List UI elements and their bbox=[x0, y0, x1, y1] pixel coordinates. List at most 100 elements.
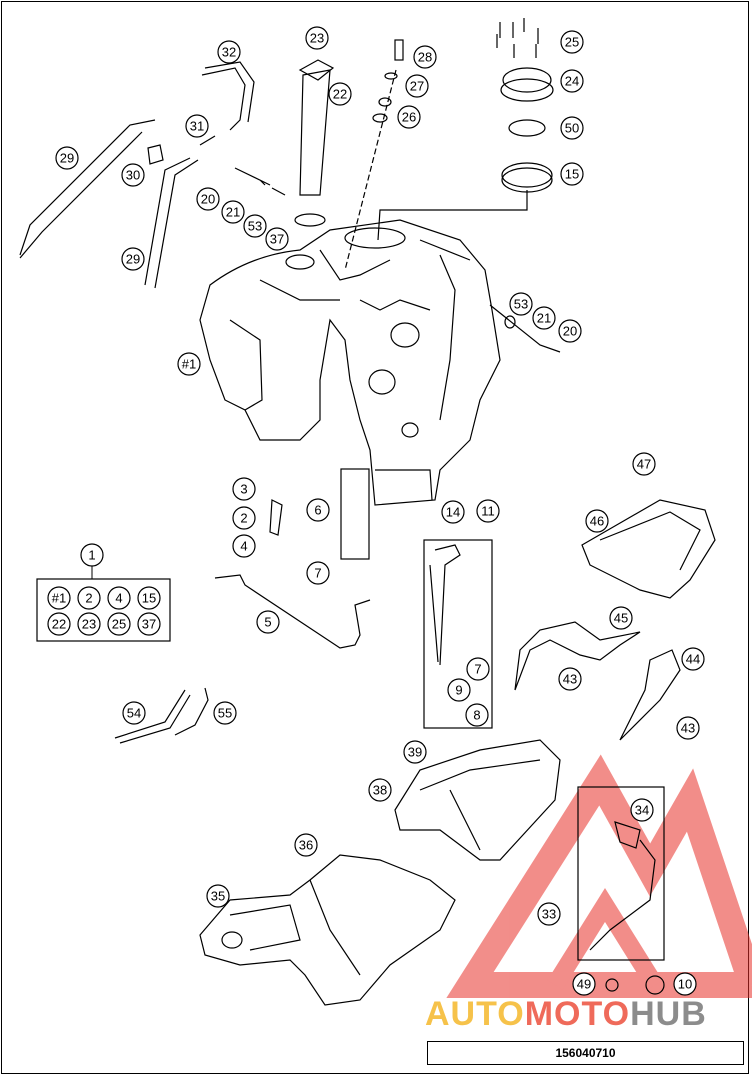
kit-item-6: 23 bbox=[82, 617, 96, 632]
callout-48-circle bbox=[572, 972, 596, 996]
fuel-tank-part bbox=[199, 219, 501, 506]
callout-29-circle bbox=[306, 561, 330, 585]
parts-drawing bbox=[19, 18, 716, 1006]
callout-10: 32 bbox=[222, 45, 236, 60]
callout-49: 10 bbox=[678, 977, 692, 992]
front-seat-part bbox=[199, 854, 456, 1006]
callout-27: 14 bbox=[446, 505, 460, 520]
group-box-11 bbox=[423, 539, 493, 729]
callout-1: 23 bbox=[310, 31, 324, 46]
callout-26: 6 bbox=[314, 503, 321, 518]
callout-17: 37 bbox=[270, 232, 284, 247]
kit-item-2: 2 bbox=[85, 591, 92, 606]
kit-item-4-circle bbox=[137, 586, 161, 610]
callout-19-circle bbox=[509, 292, 533, 316]
kit-item-3: 4 bbox=[115, 591, 122, 606]
callout-13: 29 bbox=[60, 151, 74, 166]
clip-part bbox=[147, 144, 164, 165]
fuel-pump-tube-part bbox=[298, 59, 335, 196]
callout-5: 26 bbox=[402, 110, 416, 125]
callout-12: 30 bbox=[126, 168, 140, 183]
callout-43-circle bbox=[368, 778, 392, 802]
callout-25-circle bbox=[232, 534, 256, 558]
callout-46: 35 bbox=[211, 889, 225, 904]
group-box-6 bbox=[340, 468, 370, 560]
kit-callout: 1 bbox=[88, 548, 95, 563]
callout-44: 34 bbox=[635, 803, 649, 818]
callout-9-circle bbox=[560, 162, 584, 186]
callout-19: 53 bbox=[514, 297, 528, 312]
hose-part-5 bbox=[114, 689, 191, 744]
cap-ring-part bbox=[501, 162, 553, 188]
callout-22: #1 bbox=[182, 357, 196, 372]
callout-21-circle bbox=[558, 319, 582, 343]
watermark-part2: MOTO bbox=[524, 995, 631, 1033]
callout-8: 50 bbox=[565, 121, 579, 136]
callout-13-circle bbox=[55, 146, 79, 170]
kit-item-4: 15 bbox=[142, 591, 156, 606]
callout-40: 54 bbox=[127, 706, 141, 721]
kit-item-7-circle bbox=[107, 612, 131, 636]
callout-36: 7 bbox=[474, 662, 481, 677]
callout-6: 25 bbox=[565, 35, 579, 50]
callout-14-circle bbox=[196, 187, 220, 211]
callout-16-circle bbox=[243, 214, 267, 238]
group-box-34 bbox=[577, 786, 665, 961]
callout-37-circle bbox=[447, 678, 471, 702]
callout-14: 20 bbox=[201, 192, 215, 207]
grab-handle-part bbox=[514, 621, 641, 691]
callout-12-circle bbox=[121, 163, 145, 187]
kit-item-1: #1 bbox=[52, 591, 66, 606]
callout-18: 29 bbox=[126, 252, 140, 267]
callout-44-circle bbox=[630, 798, 654, 822]
callout-32: 45 bbox=[614, 611, 628, 626]
callout-36-circle bbox=[466, 657, 490, 681]
callout-23: 3 bbox=[240, 482, 247, 497]
callout-38: 8 bbox=[473, 708, 480, 723]
callout-43: 38 bbox=[373, 783, 387, 798]
callout-42: 39 bbox=[408, 745, 422, 760]
kit-item-1-circle bbox=[47, 586, 71, 610]
callout-47: 33 bbox=[542, 907, 556, 922]
callout-30: 47 bbox=[637, 457, 651, 472]
callout-29: 7 bbox=[314, 566, 321, 581]
callout-22-circle bbox=[177, 352, 201, 376]
callout-labels: 2322282726252450153231302920215337295321… bbox=[55, 26, 705, 996]
kit-box bbox=[36, 578, 171, 642]
callout-15: 21 bbox=[226, 205, 240, 220]
callout-32-circle bbox=[609, 606, 633, 630]
callout-31-circle bbox=[585, 509, 609, 533]
callout-21: 20 bbox=[563, 324, 577, 339]
callout-20-circle bbox=[532, 306, 556, 330]
callout-11-circle bbox=[185, 114, 209, 138]
callout-26-circle bbox=[306, 498, 330, 522]
callout-39: 5 bbox=[264, 615, 271, 630]
kit-callout-circle bbox=[80, 543, 104, 567]
rear-seat-part bbox=[394, 739, 561, 861]
callout-30-circle bbox=[632, 452, 656, 476]
callout-16: 53 bbox=[248, 219, 262, 234]
callout-20: 21 bbox=[537, 311, 551, 326]
wiring-harness-part bbox=[589, 839, 656, 951]
kit-item-3-circle bbox=[107, 586, 131, 610]
fuel-line-part bbox=[214, 574, 371, 649]
callout-33-circle bbox=[681, 647, 705, 671]
callout-7: 24 bbox=[565, 74, 579, 89]
callout-42-circle bbox=[403, 740, 427, 764]
callout-2: 22 bbox=[333, 87, 347, 102]
callout-39-circle bbox=[256, 610, 280, 634]
o-ring-part bbox=[294, 213, 326, 227]
callout-17-circle bbox=[265, 227, 289, 251]
callout-35: 43 bbox=[681, 721, 695, 736]
bracket-part bbox=[581, 499, 716, 599]
callout-4: 27 bbox=[410, 79, 424, 94]
callout-24-circle bbox=[232, 506, 256, 530]
kit-item-2-circle bbox=[77, 586, 101, 610]
callout-10-circle bbox=[217, 40, 241, 64]
screws-part bbox=[496, 18, 539, 58]
screw-part bbox=[199, 135, 216, 146]
grab-handle-part-2 bbox=[619, 649, 681, 741]
